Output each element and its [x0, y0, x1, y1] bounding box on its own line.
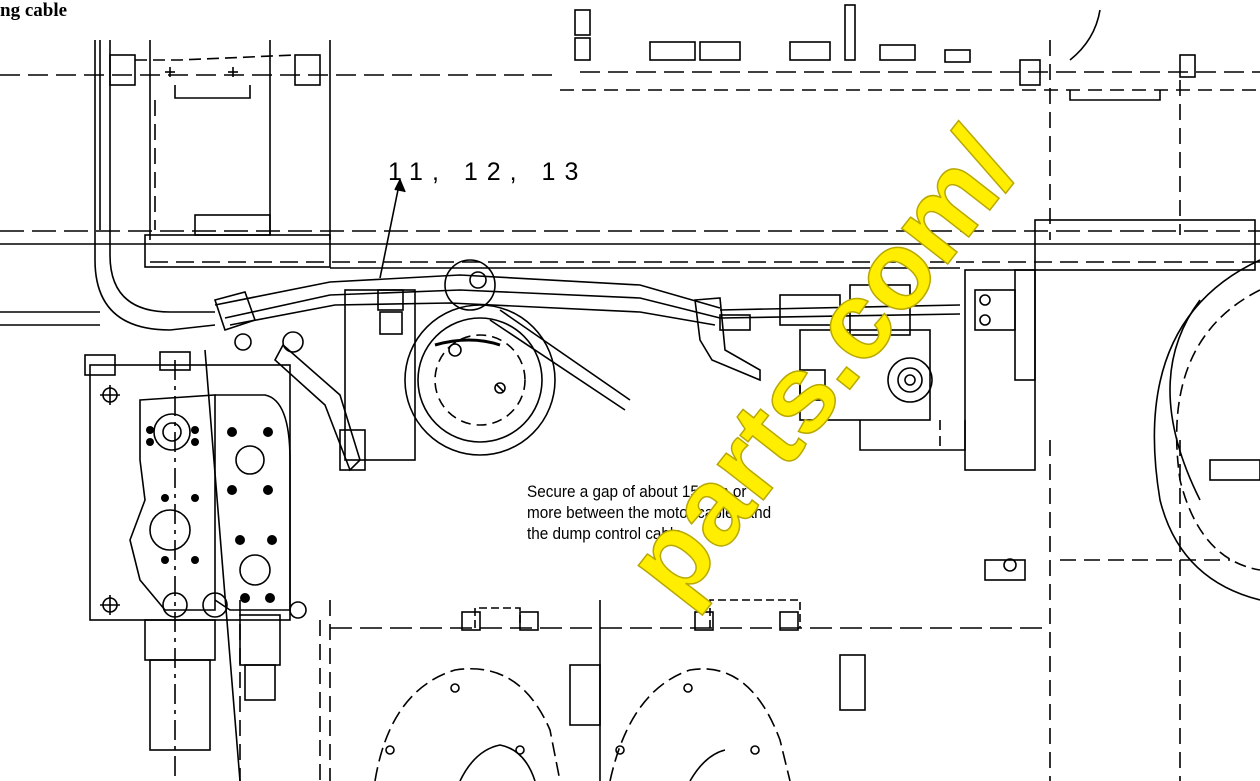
- gap-note-line-3: the dump control cable.: [527, 524, 687, 543]
- top-frame: [0, 4, 1260, 271]
- gap-note: Secure a gap of about 15 mm or more betw…: [527, 481, 771, 544]
- valve-block: [84, 349, 307, 781]
- valve-holes: [146, 426, 277, 603]
- gap-note-line-2: more between the motor cables and: [527, 503, 772, 522]
- left-hose: [0, 40, 216, 331]
- dump-valve: [694, 259, 1260, 601]
- part-callout-label: 11, 12, 13: [388, 158, 588, 186]
- section-heading: ng cable: [0, 0, 68, 21]
- motor: [273, 259, 556, 472]
- cables: [213, 178, 961, 411]
- bottom-frame: [330, 599, 1050, 781]
- vertical-frame: [99, 40, 1181, 781]
- gap-note-line-1: Secure a gap of about 15 mm or: [527, 482, 747, 501]
